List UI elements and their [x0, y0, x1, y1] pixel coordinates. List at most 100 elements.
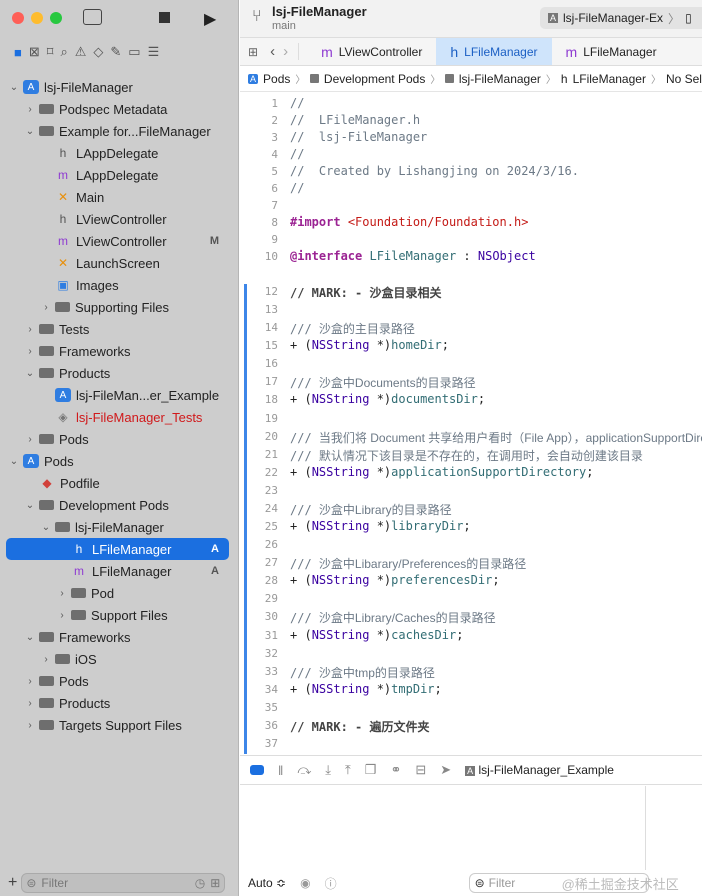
chevron-right-icon[interactable]: › — [60, 587, 64, 599]
tree-item[interactable]: ›Support Files — [0, 604, 239, 626]
search-icon[interactable]: ⌕ — [60, 44, 68, 59]
code-line[interactable]: /// 沙盒中Library/Caches的目录路径 — [290, 611, 496, 626]
tree-item[interactable]: ›Frameworks — [0, 340, 239, 362]
chevron-down-icon[interactable]: ⌄ — [9, 81, 19, 93]
code-line[interactable]: // LFileManager.h — [290, 113, 421, 127]
breadcrumb-item[interactable]: LFileManager — [572, 71, 646, 86]
chevron-down-icon[interactable]: ⌄ — [25, 499, 35, 511]
source-control-icon[interactable]: ⊠ — [28, 44, 40, 59]
breakpoint-icon[interactable]: ▭ — [128, 44, 141, 59]
chevron-down-icon[interactable]: ⌄ — [25, 367, 35, 379]
code-line[interactable]: + (NSString *)tmpDir; — [290, 681, 442, 696]
console-filter-input[interactable]: ⊜Filter @稀土掘金技术社区 — [468, 873, 679, 893]
code-line[interactable]: /// 沙盒中Library的目录路径 — [290, 502, 452, 517]
memory-graph-icon[interactable]: ⚭ — [390, 762, 402, 777]
console-mode-select[interactable]: Auto ≎ — [248, 876, 287, 890]
back-icon[interactable]: ‹ — [270, 43, 276, 60]
filter-icon[interactable]: ⊜ — [26, 876, 37, 890]
scheme-selector[interactable]: A lsj-FileManager-Ex〉▯ — [540, 7, 702, 29]
chevron-right-icon[interactable]: › — [28, 433, 32, 445]
code-line[interactable]: // — [290, 96, 305, 110]
breadcrumb-item[interactable]: Development Pods — [323, 71, 426, 86]
recent-icon[interactable]: ◷ — [194, 876, 206, 890]
chevron-down-icon[interactable]: ⌄ — [41, 521, 51, 533]
code-line[interactable]: /// 当我们将 Document 共享给用户看时（File App），appl… — [290, 430, 702, 445]
close-window-button[interactable] — [12, 12, 24, 24]
code-line[interactable]: /// 沙盒中tmp的目录路径 — [290, 665, 435, 680]
code-line[interactable]: // MARK: - 沙盒目录相关 — [290, 286, 442, 300]
code-line[interactable]: + (NSString *)documentsDir; — [290, 392, 486, 407]
grid-icon[interactable]: ⊞ — [248, 44, 259, 59]
debug-target[interactable]: A lsj-FileManager_Example — [465, 763, 614, 777]
code-line[interactable]: // lsj-FileManager — [290, 130, 428, 144]
bookmark-icon[interactable]: ⌑ — [46, 44, 54, 59]
minimize-window-button[interactable] — [31, 12, 43, 24]
code-line[interactable]: + (NSString *)libraryDir; — [290, 519, 471, 534]
chevron-right-icon[interactable]: › — [44, 301, 48, 313]
tree-item[interactable]: ⌄Products — [0, 362, 239, 384]
code-line[interactable]: @interface LFileManager : NSObject — [290, 249, 536, 263]
step-over-icon[interactable]: ⤼ — [297, 762, 312, 777]
tree-item[interactable]: ›Pods — [0, 670, 239, 692]
chevron-right-icon[interactable]: › — [28, 345, 32, 357]
code-line[interactable]: + (NSString *)cachesDir; — [290, 627, 464, 642]
test-icon[interactable]: ◇ — [93, 44, 104, 59]
chevron-right-icon[interactable]: › — [28, 719, 32, 731]
code-line[interactable]: /// 默认情况下该目录是不存在的，在调用时，会自动创建该目录 — [290, 448, 643, 463]
tree-item[interactable]: ›iOS — [0, 648, 239, 670]
step-in-icon[interactable]: ⤓ — [325, 762, 332, 777]
chevron-right-icon[interactable]: › — [28, 323, 32, 335]
breadcrumb-item[interactable]: Pods — [263, 71, 291, 86]
tree-item[interactable]: ⌄Frameworks — [0, 626, 239, 648]
tree-item[interactable]: ▣Images — [0, 274, 239, 296]
environment-icon[interactable]: ⊟ — [415, 762, 427, 777]
code-line[interactable]: // MARK: - 遍历文件夹 — [290, 719, 430, 734]
tree-item[interactable]: ›Pods — [0, 428, 239, 450]
chevron-right-icon[interactable]: › — [28, 675, 32, 687]
code-line[interactable]: // — [290, 147, 305, 161]
code-line[interactable]: // Created by Lishangjing on 2024/3/16. — [290, 164, 579, 178]
tree-item[interactable]: ›Targets Support Files — [0, 714, 239, 736]
sidebar-toggle-icon[interactable] — [83, 9, 102, 25]
step-out-icon[interactable]: ⤒ — [345, 762, 351, 777]
tree-item[interactable]: ⌄Example for...FileManager — [0, 120, 239, 142]
tree-item[interactable]: ›Podspec Metadata — [0, 98, 239, 120]
info-icon[interactable]: ⓘ — [324, 876, 337, 891]
report-icon[interactable]: ☰ — [147, 44, 160, 59]
tree-item[interactable]: ›Pod — [0, 582, 239, 604]
tree-item[interactable]: ✕LaunchScreen — [0, 252, 239, 274]
folder-icon[interactable]: ■ — [14, 44, 22, 60]
zoom-window-button[interactable] — [50, 12, 62, 24]
tree-item[interactable]: ⌄Development Pods — [0, 494, 239, 516]
location-icon[interactable]: ➤ — [440, 762, 452, 777]
tree-item[interactable]: ›Tests — [0, 318, 239, 340]
chevron-down-icon[interactable]: ⌄ — [9, 455, 19, 467]
breakpoints-toggle-icon[interactable] — [250, 765, 264, 775]
tree-item[interactable]: ◈lsj-FileManager_Tests — [0, 406, 239, 428]
code-line[interactable]: /// 沙盒的主目录路径 — [290, 322, 415, 337]
chevron-right-icon[interactable]: › — [44, 653, 48, 665]
code-line[interactable]: #import <Foundation/Foundation.h> — [290, 215, 529, 229]
chevron-right-icon[interactable]: › — [60, 609, 64, 621]
pause-icon[interactable]: ‖ — [278, 762, 284, 778]
code-line[interactable]: + (NSString *)applicationSupportDirector… — [290, 464, 594, 479]
chevron-right-icon[interactable]: › — [28, 103, 32, 115]
forward-icon[interactable]: › — [279, 43, 300, 60]
warning-icon[interactable]: ⚠ — [74, 44, 87, 59]
tree-item[interactable]: ⌄lsj-FileManager — [0, 516, 239, 538]
view-hierarchy-icon[interactable]: ❒ — [364, 762, 377, 777]
code-line[interactable]: + (NSString *)preferencesDir; — [290, 573, 500, 588]
add-icon[interactable]: + — [8, 874, 18, 891]
breadcrumb-item[interactable]: No Sel — [665, 71, 702, 86]
stop-icon[interactable] — [159, 12, 170, 23]
